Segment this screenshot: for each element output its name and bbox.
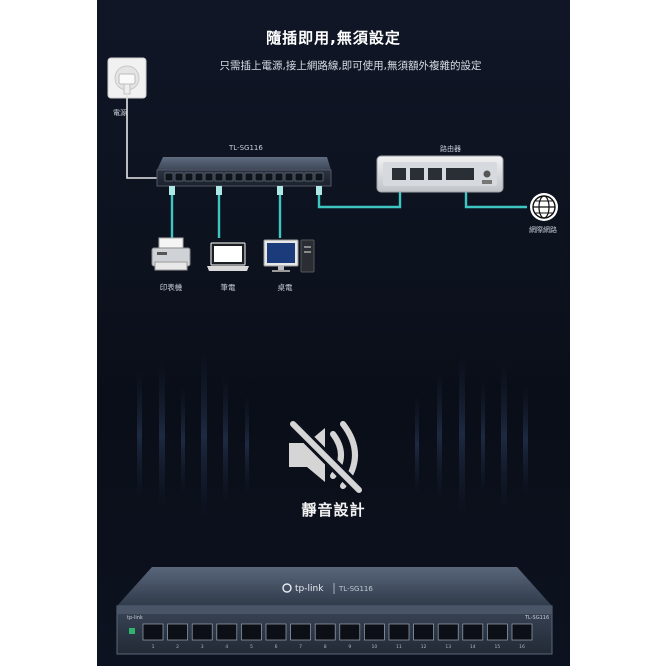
brand-logo-text: tp-link — [295, 584, 324, 594]
power-label: 電源 — [113, 109, 127, 117]
port-number: 4 — [225, 644, 228, 650]
printer-icon — [151, 237, 191, 271]
switch-port — [254, 172, 264, 182]
switch-port — [216, 623, 238, 641]
brand-logo: tp-link TL-SG116 — [282, 583, 373, 594]
port-number: 1 — [152, 644, 155, 650]
illustration-panel: 隨插即用,無須設定 只需插上電源,接上網路線,即可使用,無須額外複雜的設定 — [97, 0, 570, 666]
switch-port — [204, 172, 214, 182]
router-label: 路由器 — [440, 145, 461, 153]
switch-port — [314, 172, 324, 182]
switch-port — [265, 623, 287, 641]
switch-port — [174, 172, 184, 182]
switch-model-label: TL-SG116 — [229, 144, 263, 152]
switch-port — [194, 172, 204, 182]
port-number: 16 — [519, 644, 525, 650]
switch-port — [314, 623, 336, 641]
desktop-label: 桌電 — [277, 283, 293, 292]
switch-port — [388, 623, 410, 641]
port-number: 3 — [201, 644, 204, 650]
switch-port — [294, 172, 304, 182]
switch-port — [224, 172, 234, 182]
front-model: TL-SG116 — [524, 615, 549, 621]
laptop-label: 筆電 — [220, 283, 236, 292]
power-outlet-icon — [107, 57, 147, 99]
switch-port — [191, 623, 213, 641]
page-subtitle: 只需插上電源,接上網路線,即可使用,無須額外複雜的設定 — [219, 60, 482, 72]
switch-port — [511, 623, 533, 641]
port-number: 14 — [470, 644, 476, 650]
switch-port — [214, 172, 224, 182]
switch-port — [437, 623, 459, 641]
product-model-top: TL-SG116 — [338, 585, 373, 593]
feature-title: 靜音設計 — [301, 501, 366, 519]
port-number: 2 — [176, 644, 179, 650]
switch-port — [244, 172, 254, 182]
switch-port — [274, 172, 284, 182]
port-number: 11 — [396, 644, 402, 650]
internet-label: 網際網路 — [529, 226, 557, 234]
desktop-icon — [263, 239, 315, 273]
laptop-icon — [207, 242, 249, 271]
speaker-muted-icon — [288, 419, 364, 495]
switch-port — [304, 172, 314, 182]
switch-port — [184, 172, 194, 182]
switch-port — [264, 172, 274, 182]
port-number: 10 — [372, 644, 378, 650]
switch-port — [290, 623, 311, 641]
printer-label: 印表機 — [159, 283, 183, 292]
switch-port — [462, 623, 484, 641]
port-number: 7 — [299, 644, 302, 650]
ethernet-cables — [170, 186, 527, 238]
switch-port — [284, 172, 294, 182]
port-number: 5 — [250, 644, 253, 650]
power-cable — [126, 94, 157, 179]
port-number: 9 — [348, 644, 351, 650]
switch-port — [241, 623, 262, 641]
switch-port — [339, 623, 361, 641]
switch-small — [156, 157, 332, 187]
switch-port — [164, 172, 174, 182]
page-title: 隨插即用,無須設定 — [266, 29, 401, 47]
port-number: 8 — [324, 644, 327, 650]
switch-port — [413, 623, 434, 641]
port-number: 13 — [445, 644, 451, 650]
sound-wave-streaks — [137, 350, 528, 520]
switch-port — [167, 623, 188, 641]
port-number: 15 — [495, 644, 501, 650]
globe-icon — [530, 193, 558, 221]
front-brand: tp-link — [127, 615, 143, 621]
port-number: 12 — [421, 644, 427, 650]
switch-port — [142, 623, 164, 641]
router-icon — [376, 155, 504, 193]
switch-port — [234, 172, 244, 182]
port-number: 6 — [275, 644, 278, 650]
switch-ports — [164, 172, 324, 182]
network-diagram: tp-link TL-SG116 tp-link TL-SG116 123456… — [107, 57, 558, 655]
switch-port — [487, 623, 508, 641]
switch-port — [364, 623, 385, 641]
